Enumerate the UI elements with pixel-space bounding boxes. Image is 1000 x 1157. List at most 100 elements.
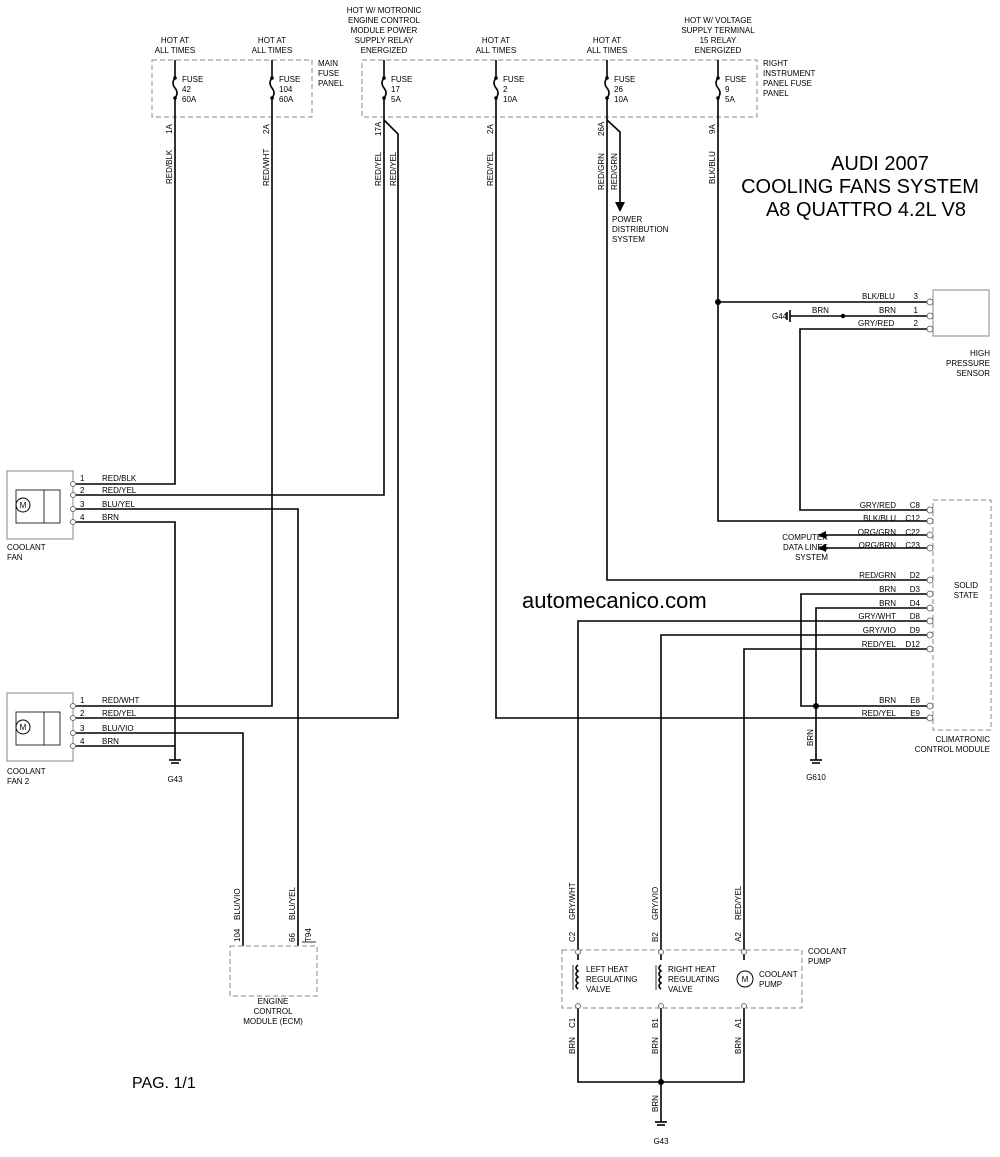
header-line: ENGINE CONTROL bbox=[348, 16, 421, 25]
motor-symbol-icon: M bbox=[742, 975, 749, 984]
connector-pin bbox=[926, 312, 934, 320]
label-line: DATA LINES bbox=[783, 543, 828, 552]
wire-label: RED/GRN bbox=[610, 153, 619, 190]
label-line: COOLANT bbox=[7, 543, 46, 552]
wire-gry-red bbox=[799, 328, 930, 511]
fuse-number: 2 bbox=[503, 85, 508, 94]
wire-label: GRY/VIO bbox=[651, 887, 660, 920]
fuse-26: FUSE 26 10A bbox=[604, 75, 635, 104]
sensor-wire-label: BRN bbox=[879, 306, 896, 315]
pin-number: 1 bbox=[80, 696, 85, 705]
pin-number: 3 bbox=[80, 500, 85, 509]
wire-brn-d4 bbox=[815, 607, 930, 760]
pin-label: D2 bbox=[910, 571, 921, 580]
header-line: ALL TIMES bbox=[252, 46, 292, 55]
vertical-wire-labels: RED/BLK RED/WHT RED/YEL RED/YEL RED/YEL … bbox=[165, 149, 717, 190]
climatronic-control-module-box bbox=[932, 499, 992, 731]
pin-label: C2 bbox=[568, 931, 577, 942]
pin-label: 104 bbox=[233, 928, 242, 942]
sensor-pin-label: 2 bbox=[914, 319, 919, 328]
fuse-amps: 10A bbox=[614, 95, 629, 104]
panel-label-line: PANEL bbox=[318, 79, 344, 88]
diagram-title: AUDI 2007 COOLING FANS SYSTEM A8 QUATTRO… bbox=[741, 153, 979, 221]
connector-pin bbox=[926, 617, 934, 625]
pin-label: C1 bbox=[568, 1017, 577, 1028]
connector-pin bbox=[70, 481, 76, 487]
label-line: PUMP bbox=[759, 980, 782, 989]
label-line: CONTROL MODULE bbox=[915, 745, 990, 754]
connector-pin bbox=[926, 325, 934, 333]
pin-number: 1 bbox=[80, 474, 85, 483]
right-fuse-panel-label: RIGHT INSTRUMENT PANEL FUSE PANEL bbox=[763, 59, 816, 98]
wire-label: RED/YEL bbox=[102, 709, 137, 718]
wire-label: GRY/WHT bbox=[858, 612, 896, 621]
fuse-2: FUSE 2 10A bbox=[493, 75, 524, 104]
fuse-104-header: HOT AT ALL TIMES bbox=[252, 36, 292, 55]
watermark: automecanico.com bbox=[522, 588, 707, 613]
wire-label: BRN bbox=[879, 599, 896, 608]
header-line: 15 RELAY bbox=[700, 36, 737, 45]
panel-label-line: MAIN bbox=[318, 59, 338, 68]
label-line: POWER bbox=[612, 215, 642, 224]
fan2-motor-icon: M bbox=[15, 711, 61, 746]
solenoid-coil-icon bbox=[575, 964, 580, 990]
connector-pin bbox=[926, 702, 934, 710]
splice-dot bbox=[840, 313, 846, 319]
connector-pin bbox=[926, 645, 934, 653]
arrow-left-icon bbox=[818, 544, 826, 552]
fuse-number: 17 bbox=[391, 85, 400, 94]
header-line: ALL TIMES bbox=[476, 46, 516, 55]
fuse-amps: 60A bbox=[182, 95, 197, 104]
wire-red-yel-e9 bbox=[495, 98, 930, 719]
fuse-number: 104 bbox=[279, 85, 293, 94]
terminal-label: 9A bbox=[708, 124, 717, 134]
label-line: FAN 2 bbox=[7, 777, 30, 786]
fuse-17: FUSE 17 5A bbox=[381, 75, 412, 104]
fuse-number: 26 bbox=[614, 85, 623, 94]
wire-label: BLU/YEL bbox=[288, 887, 297, 920]
header-line: ALL TIMES bbox=[587, 46, 627, 55]
fuse-label: FUSE bbox=[503, 75, 524, 84]
label-line: PUMP bbox=[808, 957, 831, 966]
ground-label: G610 bbox=[806, 773, 826, 782]
connector-pin bbox=[70, 730, 76, 736]
ground-g43-pump: BRN G43 bbox=[651, 1095, 669, 1146]
label-line: DISTRIBUTION bbox=[612, 225, 669, 234]
header-line: ALL TIMES bbox=[155, 46, 195, 55]
header-line: ENERGIZED bbox=[695, 46, 742, 55]
fuse-9: FUSE 9 5A bbox=[715, 75, 746, 104]
wire-label: BRN bbox=[734, 1037, 743, 1054]
fuse-element-icon bbox=[172, 77, 178, 99]
fuse-element-icon bbox=[381, 77, 387, 99]
wire-label: BLK/BLU bbox=[708, 151, 717, 184]
label-line: COMPUTER bbox=[782, 533, 828, 542]
pin-label: D3 bbox=[910, 585, 921, 594]
pin-label: D8 bbox=[910, 612, 921, 621]
ground-wire-label: BRN bbox=[651, 1095, 660, 1112]
ecm-wire-labels: BLU/VIO 104 BLU/YEL 66 T94 bbox=[233, 887, 316, 943]
connector-pin bbox=[70, 506, 76, 512]
terminal-label: 1A bbox=[165, 124, 174, 134]
connector-pin bbox=[70, 703, 76, 709]
connector-pin bbox=[926, 298, 934, 306]
wire-label: BLU/VIO bbox=[102, 724, 134, 733]
connector-pin bbox=[926, 631, 934, 639]
terminal-label: 2A bbox=[262, 124, 271, 134]
connector-pin bbox=[70, 519, 76, 525]
label-line: COOLANT bbox=[759, 970, 798, 979]
panel-label-line: PANEL bbox=[763, 89, 789, 98]
wire-brn-d3 bbox=[800, 593, 930, 707]
arrow-down-icon bbox=[615, 202, 625, 212]
connector-pin bbox=[926, 544, 934, 552]
solenoid-coil-icon bbox=[658, 964, 663, 990]
wire-label: GRY/WHT bbox=[568, 882, 577, 920]
label-line: COOLANT bbox=[7, 767, 46, 776]
fuse-element-icon bbox=[493, 77, 499, 99]
coolant-pump-assembly-box bbox=[561, 949, 803, 1009]
wire-label: GRY/VIO bbox=[863, 626, 896, 635]
label-line: PRESSURE bbox=[946, 359, 990, 368]
header-line: MODULE POWER bbox=[351, 26, 418, 35]
power-distribution-label: POWER DISTRIBUTION SYSTEM bbox=[612, 215, 669, 244]
pin-label: A2 bbox=[734, 932, 743, 942]
wire-label: RED/GRN bbox=[597, 153, 606, 190]
